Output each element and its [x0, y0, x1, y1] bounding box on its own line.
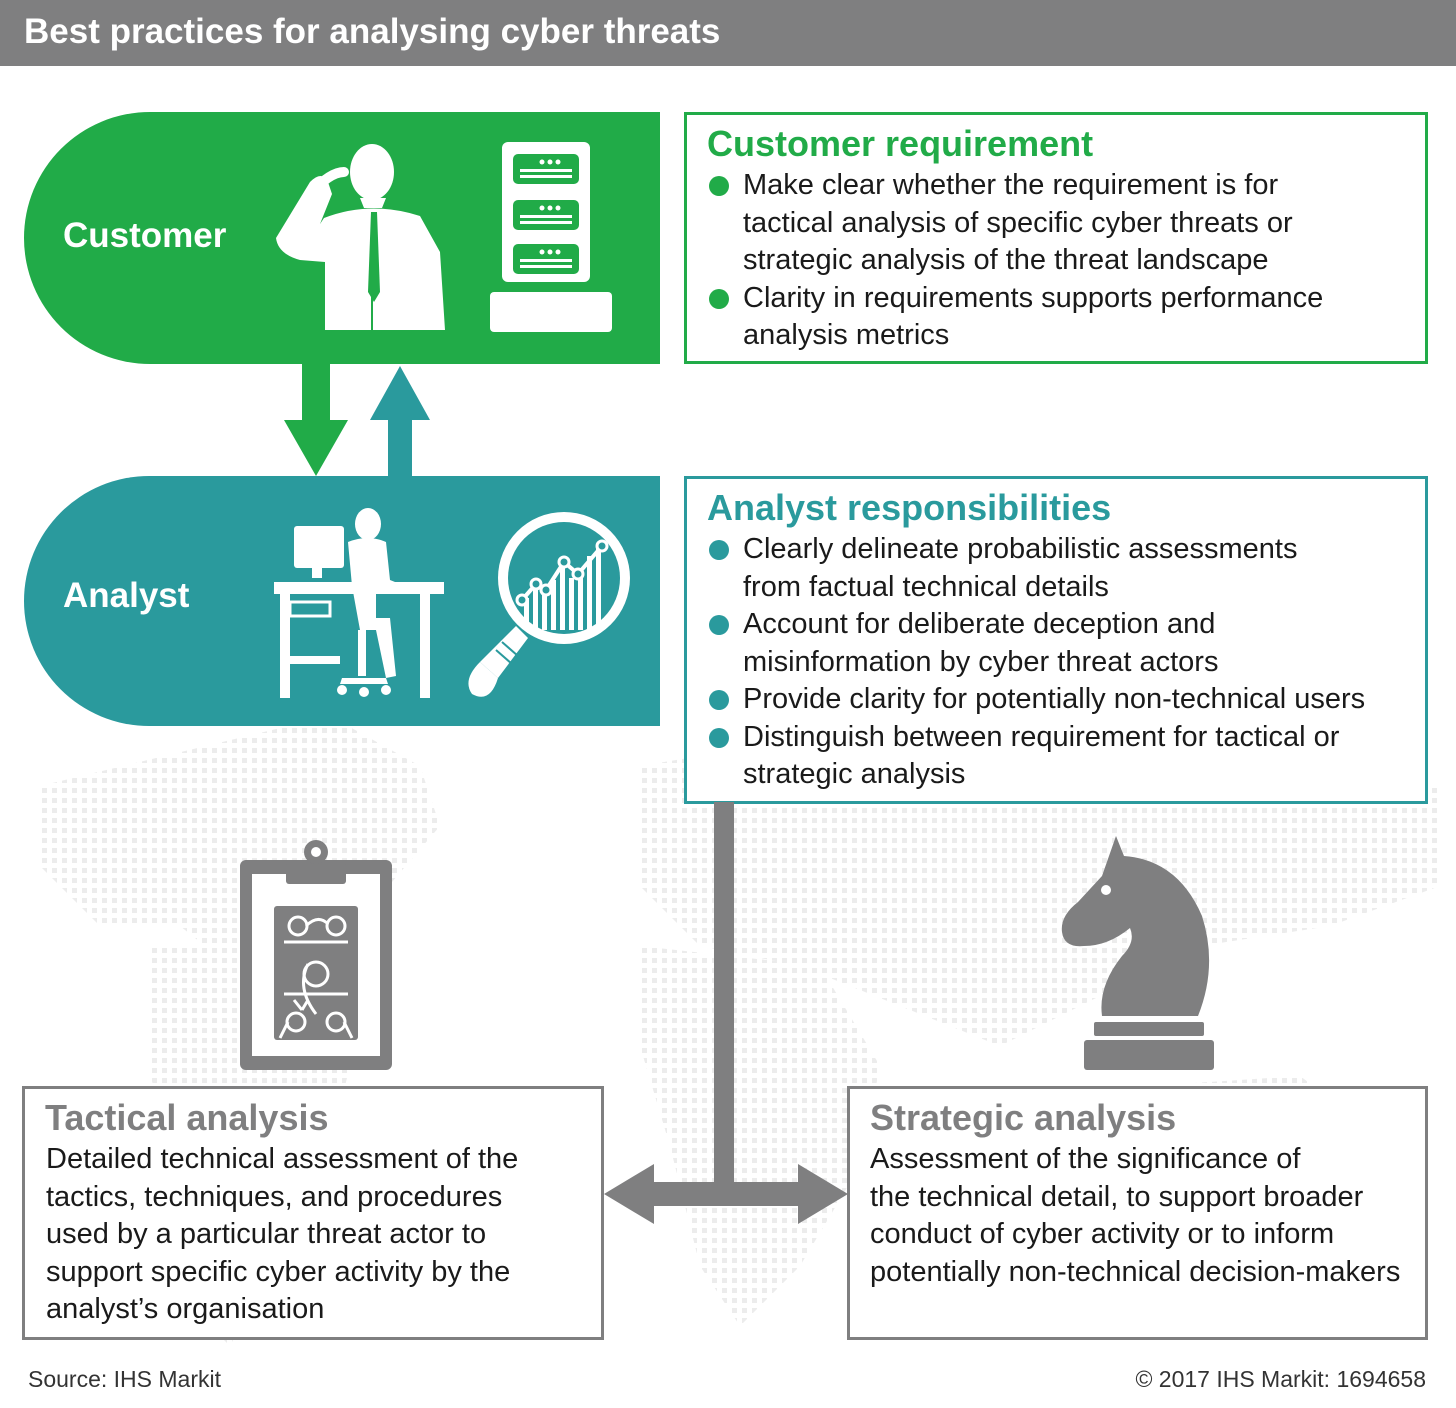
up-arrow	[370, 366, 430, 478]
bullet-line: Clarity in requirements supports perform…	[743, 281, 1324, 314]
bullet-line: Distinguish between requirement for tact…	[743, 720, 1340, 753]
bullet-line: tactical analysis of specific cyber thre…	[743, 206, 1293, 239]
list-item: Distinguish between requirement for tact…	[707, 719, 1407, 794]
customer-label: Customer	[63, 216, 227, 255]
header-bar	[0, 0, 1456, 66]
text-line: analyst’s organisation	[46, 1293, 325, 1325]
flow-arrows	[284, 362, 430, 478]
magnifier-chart-icon	[468, 512, 630, 697]
tactical-analysis-text: Detailed technical assessment of the tac…	[46, 1141, 591, 1329]
businessman-phone-icon	[276, 144, 445, 330]
bullet-line: strategic analysis of the threat landsca…	[743, 244, 1269, 276]
analyst-responsibilities-title: Analyst responsibilities	[707, 487, 1112, 528]
page-title: Best practices for analysing cyber threa…	[24, 12, 721, 51]
customer-requirement-title: Customer requirement	[707, 123, 1094, 164]
text-line: support specific cyber activity by the	[46, 1255, 511, 1288]
server-rack-icon	[490, 142, 612, 332]
tactical-analysis-box: Tactical analysis Detailed technical ass…	[22, 1086, 604, 1340]
bullet-line: misinformation by cyber threat actors	[743, 645, 1219, 678]
analyst-label: Analyst	[63, 576, 190, 615]
customer-requirement-box: Customer requirement Make clear whether …	[684, 112, 1428, 364]
text-line: conduct of cyber activity or to inform	[870, 1218, 1335, 1250]
bullet-dot-icon	[709, 690, 729, 710]
list-item: Account for deliberate deception and mis…	[707, 606, 1407, 681]
strategic-analysis-title: Strategic analysis	[870, 1097, 1177, 1138]
text-line: Assessment of the significance of	[870, 1143, 1301, 1175]
source-credit: Source: IHS Markit	[28, 1366, 221, 1392]
bullet-line: Provide clarity for potentially non-tech…	[743, 683, 1366, 715]
bullet-dot-icon	[709, 540, 729, 560]
bullet-line: Make clear whether the requirement is fo…	[743, 169, 1279, 201]
bullet-line: from factual technical details	[743, 570, 1109, 603]
split-connector-arrow	[604, 802, 848, 1224]
list-item: Provide clarity for potentially non-tech…	[707, 681, 1407, 719]
strategic-analysis-box: Strategic analysis Assessment of the sig…	[847, 1086, 1428, 1340]
list-item: Make clear whether the requirement is fo…	[707, 167, 1407, 280]
analyst-desk-icon	[274, 508, 444, 698]
analyst-responsibilities-box: Analyst responsibilities Clearly delinea…	[684, 476, 1428, 804]
bullet-line: strategic analysis	[743, 758, 966, 790]
text-line: used by a particular threat actor to	[46, 1218, 487, 1250]
clipboard-playbook-icon	[240, 840, 392, 1070]
text-line: tactics, techniques, and procedures	[46, 1180, 503, 1213]
chess-knight-icon	[1061, 836, 1214, 1070]
tactical-analysis-title: Tactical analysis	[45, 1097, 329, 1138]
text-line: the technical detail, to support broader	[870, 1180, 1364, 1213]
strategic-analysis-text: Assessment of the significance of the te…	[870, 1141, 1425, 1291]
text-line: potentially non-technical decision-maker…	[870, 1255, 1401, 1288]
text-line: Detailed technical assessment of the	[46, 1143, 519, 1175]
bullet-line: Clearly delineate probabilistic assessme…	[743, 533, 1298, 565]
bullet-dot-icon	[709, 615, 729, 635]
bullet-dot-icon	[709, 176, 729, 196]
bullet-line: Account for deliberate deception and	[743, 608, 1216, 640]
list-item: Clarity in requirements supports perform…	[707, 280, 1407, 355]
list-item: Clearly delineate probabilistic assessme…	[707, 531, 1407, 606]
down-arrow	[284, 362, 348, 476]
copyright-notice: © 2017 IHS Markit: 1694658	[1135, 1366, 1426, 1392]
bullet-dot-icon	[709, 288, 729, 309]
bullet-line: analysis metrics	[743, 319, 950, 351]
bullet-dot-icon	[709, 727, 729, 748]
